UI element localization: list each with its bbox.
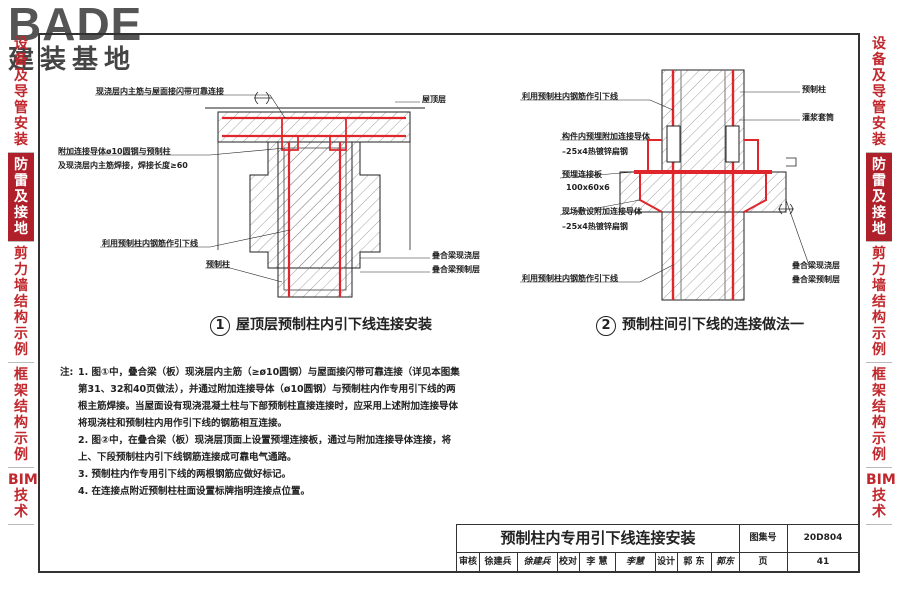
designer-signature: 郭东: [711, 552, 740, 572]
f2-label-embedded-spec: –25x4热镀锌扁钢: [562, 147, 628, 156]
sidebar-item: 设备及导管安装: [8, 32, 34, 153]
leader-3b: [209, 147, 286, 156]
f2-label-precast-layer: 叠合梁预制层: [792, 275, 840, 284]
notes-prefix: 注:: [60, 367, 74, 378]
figure2-caption: 2 预制柱间引下线的连接做法一: [596, 314, 804, 336]
f1-label-connector-1: 附加连接导体ø10圆钢与预制柱: [58, 147, 171, 156]
leader-r10: [785, 199, 811, 269]
f1-label-cast-layer: 叠合梁现浇层: [432, 251, 480, 260]
figure1-drawing: [60, 91, 430, 298]
review-label: 审核: [457, 552, 480, 572]
lower-column: [661, 211, 745, 301]
weld-symbol-2: [786, 157, 797, 167]
title-block: 预制柱内专用引下线连接安装 图集号 20D804 审核 徐建兵 徐建兵 校对 李…: [456, 524, 860, 573]
figure2-drawing: [520, 69, 811, 301]
stirrup: [283, 147, 347, 291]
f2-label-site-spec: –25x4热镀锌扁钢: [562, 222, 628, 231]
figure1-caption: 1 屋顶层预制柱内引下线连接安装: [210, 314, 432, 336]
design-label: 设计: [655, 552, 678, 572]
leader-1b: [269, 94, 286, 119]
embedded-plate: [634, 170, 772, 174]
checker-signature: 李慧: [615, 552, 656, 572]
sidebar-item: 剪力墙结构示例: [866, 242, 892, 363]
notes-list: 1. 图①中，叠合梁（板）现浇层内主筋（≥ø10圆钢）与屋面接闪带可靠连接（详见…: [78, 364, 460, 500]
sidebar-item: 框架结构示例: [866, 363, 892, 468]
check-label: 校对: [557, 552, 580, 572]
f2-label-cast-layer: 叠合梁现浇层: [792, 261, 840, 270]
f1-label-main-rebar: 现浇层内主筋与屋面接闪带可靠连接: [96, 87, 224, 96]
leader-r6: [559, 171, 635, 179]
logo-sub-text: 建装基地: [8, 45, 137, 75]
sidebar-item: 框架结构示例: [8, 363, 34, 468]
sidebar-item: 设备及导管安装: [866, 32, 892, 153]
grout-sleeve-left: [666, 125, 681, 163]
sidebar-item: BIM技术: [8, 468, 38, 525]
f2-label-site-conductor: 现场敷设附加连接导体: [562, 207, 642, 216]
note-item: 4. 在连接点附近预制柱柱面设置标牌指明连接点位置。: [78, 486, 311, 497]
grout-sleeve-right: [725, 125, 740, 163]
f2-label-downconductor-bottom: 利用预制柱内钢筋作引下线: [522, 274, 618, 283]
drawing-frame: [38, 33, 860, 573]
note-item: 3. 预制柱内作专用引下线的两根钢筋应做好标记。: [78, 469, 292, 480]
connector-right: [329, 118, 347, 151]
slab2: [619, 171, 787, 213]
figure1-caption-text: 屋顶层预制柱内引下线连接安装: [236, 317, 432, 333]
leader-5b: [209, 229, 291, 248]
note-item: 2. 图②中，在叠合梁（板）现浇层顶面上设置预埋连接板，通过与附加连接导体连接，…: [78, 435, 452, 463]
leader-r8: [559, 199, 641, 216]
page-number: 41: [816, 557, 830, 567]
reviewer-signature: 徐建兵: [517, 552, 558, 572]
designer-name: 郭 东: [677, 552, 712, 572]
roof-slab: [217, 111, 411, 143]
f1-label-column: 预制柱: [206, 260, 230, 269]
weld-symbol-1: [254, 91, 272, 105]
leader-r12b: [639, 264, 674, 283]
title-block-row2: 审核 徐建兵 徐建兵 校对 李 慧 李慧 设计 郭 东 郭东 页 41: [457, 552, 859, 572]
f2-label-plate: 预埋连接板: [562, 170, 602, 179]
atlas-number: 20D804: [803, 533, 843, 543]
site-conductor-right: [743, 174, 767, 213]
note-item: 1. 图①中，叠合梁（板）现浇层内主筋（≥ø10圆钢）与屋面接闪带可靠连接（详见…: [78, 367, 460, 429]
f2-label-sleeve: 灌浆套筒: [802, 113, 834, 122]
sidebar-item: 剪力墙结构示例: [8, 242, 34, 363]
f1-label-connector-2: 及现浇层内主筋焊接，焊接长度≥60: [58, 161, 188, 170]
atlas-label: 图集号: [739, 525, 788, 552]
figure2-caption-text: 预制柱间引下线的连接做法一: [622, 317, 804, 333]
sidebar-item: 防雷及接地: [8, 153, 34, 242]
drawing-title: 预制柱内专用引下线连接安装: [457, 525, 740, 552]
sidebar-item: BIM技术: [866, 468, 896, 525]
reviewer-name: 徐建兵: [479, 552, 518, 572]
f2-label-plate-spec: 100x60x6: [566, 183, 610, 192]
logo-main-text: BADE: [8, 0, 143, 50]
embedded-conductor-right: [744, 139, 759, 172]
connector-left: [281, 118, 299, 151]
checker-name: 李 慧: [579, 552, 616, 572]
f1-label-precast-layer: 叠合梁预制层: [432, 265, 480, 274]
page-label: 页: [739, 552, 788, 572]
notes-block: 注: 1. 图①中，叠合梁（板）现浇层内主筋（≥ø10圆钢）与屋面接闪带可靠连接…: [60, 364, 460, 500]
embedded-conductor-left: [647, 139, 662, 172]
figure2-number: 2: [596, 316, 616, 336]
leader-r1b: [649, 99, 674, 111]
weld-symbol-3: [778, 203, 794, 215]
f2-label-column: 预制柱: [802, 85, 826, 94]
figure1-number: 1: [210, 316, 230, 336]
f2-label-downconductor-top: 利用预制柱内钢筋作引下线: [522, 92, 618, 101]
f1-label-roof: 屋顶层: [422, 95, 446, 104]
f1-label-downconductor: 利用预制柱内钢筋作引下线: [102, 239, 198, 248]
logo: BADE 建装基地: [8, 0, 178, 75]
sidebar-item: 防雷及接地: [866, 153, 892, 242]
leader-6b: [229, 267, 283, 283]
title-block-row1: 预制柱内专用引下线连接安装 图集号 20D804: [457, 525, 859, 553]
f2-label-embedded-conductor: 构件内预埋附加连接导体: [562, 132, 650, 141]
